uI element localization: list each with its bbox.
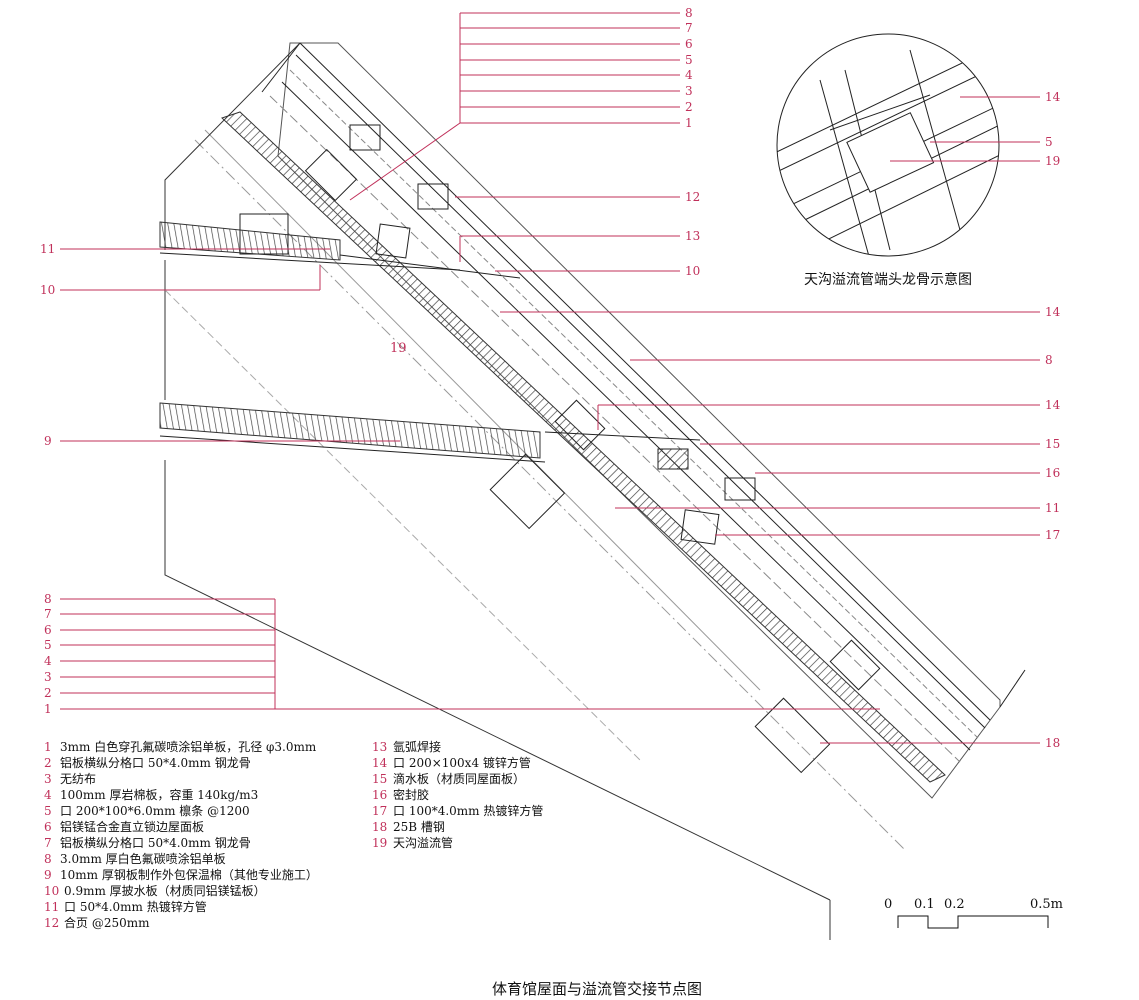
inset-label-5: 5 <box>1045 135 1053 149</box>
note-text-3: 无纺布 <box>60 772 96 786</box>
note-num-14: 14 <box>372 756 388 770</box>
note-text-18: 25B 槽钢 <box>393 820 445 834</box>
label-top-1: 1 <box>685 116 693 130</box>
label-bot-3: 3 <box>44 670 52 684</box>
overflow-pipe-walls <box>159 221 701 463</box>
note-text-13: 氩弧焊接 <box>393 739 441 754</box>
note-text-14: 口 200×100x4 镀锌方管 <box>393 755 531 770</box>
note-text-15: 滴水板（材质同屋面板） <box>393 771 525 786</box>
note-num-1: 1 <box>44 740 52 754</box>
note-num-6: 6 <box>44 820 52 834</box>
note-num-9: 9 <box>44 868 52 882</box>
note-text-9: 10mm 厚钢板制作外包保温棉（其他专业施工） <box>60 867 318 882</box>
steel-members <box>239 124 881 774</box>
label-top-5: 5 <box>685 53 693 67</box>
label-bot-6: 6 <box>44 623 52 637</box>
label-bot-8: 8 <box>44 592 52 606</box>
note-text-10: 0.9mm 厚披水板（材质同铝镁锰板） <box>64 883 266 898</box>
scale-tick-02: 0.2 <box>944 897 965 912</box>
note-num-16: 16 <box>372 788 387 802</box>
label-19-pipe: 19 <box>390 341 407 356</box>
label-bot-7: 7 <box>44 607 52 621</box>
scale-tick-05: 0.5m <box>1030 897 1063 912</box>
note-num-11: 11 <box>44 900 59 914</box>
inset-caption: 天沟溢流管端头龙骨示意图 <box>804 271 972 288</box>
scale-tick-01: 0.1 <box>914 897 935 912</box>
inset-detail: 14 5 19 天沟溢流管端头龙骨示意图 <box>776 33 1061 288</box>
note-text-4: 100mm 厚岩棉板，容重 140kg/m3 <box>60 787 258 802</box>
label-top-8: 8 <box>685 6 693 20</box>
label-top-4: 4 <box>685 68 693 82</box>
note-num-17: 17 <box>372 804 387 818</box>
note-text-2: 铝板横纵分格口 50*4.0mm 钢龙骨 <box>60 755 251 770</box>
leader-lines <box>60 12 1040 744</box>
legend-left: 1 3mm 白色穿孔氟碳喷涂铝单板，孔径 φ3.0mm 2 铝板横纵分格口 50… <box>44 739 318 930</box>
note-text-8: 3.0mm 厚白色氟碳喷涂铝单板 <box>60 851 226 866</box>
label-r12: 12 <box>685 190 700 204</box>
label-r14b: 14 <box>1045 398 1061 412</box>
note-num-3: 3 <box>44 772 52 786</box>
label-top-3: 3 <box>685 84 693 98</box>
top-label-stack: 8 7 6 5 4 3 2 1 <box>685 6 693 130</box>
label-r15: 15 <box>1045 437 1060 451</box>
note-num-7: 7 <box>44 836 52 850</box>
label-l9: 9 <box>44 434 52 448</box>
label-r14a: 14 <box>1045 305 1061 319</box>
note-text-5: 口 200*100*6.0mm 檩条 @1200 <box>60 803 250 818</box>
label-bot-4: 4 <box>44 654 52 668</box>
scale-bar: 0 0.1 0.2 0.5m <box>884 897 1063 929</box>
label-r10: 10 <box>685 264 700 278</box>
scale-tick-0: 0 <box>884 897 892 912</box>
label-l10: 10 <box>40 283 55 297</box>
note-num-8: 8 <box>44 852 52 866</box>
label-r11: 11 <box>1045 501 1060 515</box>
note-text-16: 密封胶 <box>393 787 429 802</box>
label-r16: 16 <box>1045 466 1060 480</box>
label-r17: 17 <box>1045 528 1060 542</box>
note-text-19: 天沟溢流管 <box>393 835 453 850</box>
note-num-2: 2 <box>44 756 52 770</box>
label-r8: 8 <box>1045 353 1053 367</box>
label-bot-2: 2 <box>44 686 52 700</box>
label-top-6: 6 <box>685 37 693 51</box>
note-num-5: 5 <box>44 804 52 818</box>
label-r13: 13 <box>685 229 700 243</box>
label-top-2: 2 <box>685 100 693 114</box>
inset-label-14: 14 <box>1045 90 1061 104</box>
note-text-12: 合页 @250mm <box>64 915 150 930</box>
left-labels: 11 10 9 19 <box>40 242 407 448</box>
label-l11: 11 <box>40 242 55 256</box>
rock-wool-band <box>221 111 946 783</box>
note-num-12: 12 <box>44 916 59 930</box>
note-text-6: 铝镁锰合金直立锁边屋面板 <box>60 819 204 834</box>
main-title: 体育馆屋面与溢流管交接节点图 <box>492 980 702 998</box>
note-num-10: 10 <box>44 884 59 898</box>
note-num-15: 15 <box>372 772 387 786</box>
right-labels: 12 13 10 14 8 14 15 16 11 17 18 <box>685 190 1061 750</box>
bottom-left-label-stack: 8 7 6 5 4 3 2 1 <box>44 592 52 716</box>
note-num-19: 19 <box>372 836 387 850</box>
note-text-17: 口 100*4.0mm 热镀锌方管 <box>393 803 543 818</box>
label-bot-5: 5 <box>44 638 52 652</box>
label-top-7: 7 <box>685 21 693 35</box>
note-text-7: 铝板横纵分格口 50*4.0mm 钢龙骨 <box>60 835 251 850</box>
note-num-13: 13 <box>372 740 387 754</box>
note-num-18: 18 <box>372 820 387 834</box>
legend-right: 13 氩弧焊接 14 口 200×100x4 镀锌方管 15 滴水板（材质同屋面… <box>372 739 543 850</box>
note-text-1: 3mm 白色穿孔氟碳喷涂铝单板，孔径 φ3.0mm <box>60 739 317 754</box>
label-bot-1: 1 <box>44 702 52 716</box>
inset-label-19: 19 <box>1045 154 1060 168</box>
note-text-11: 口 50*4.0mm 热镀锌方管 <box>64 899 207 914</box>
label-r18: 18 <box>1045 736 1060 750</box>
note-num-4: 4 <box>44 788 52 802</box>
